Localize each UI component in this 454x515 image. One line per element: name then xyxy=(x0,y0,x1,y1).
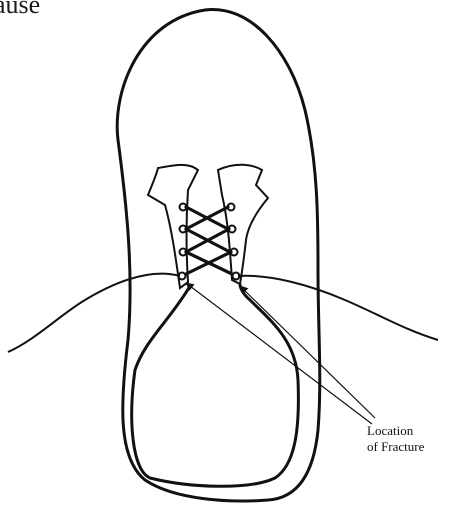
shoe-outer-outline xyxy=(117,9,320,501)
right-flap xyxy=(218,165,268,284)
right-lace-end xyxy=(238,276,438,340)
header-fragment-text: ause xyxy=(0,0,40,20)
fracture-arrow-left xyxy=(186,283,372,424)
label-line-location: Location xyxy=(367,423,424,439)
lacing xyxy=(186,207,232,274)
shoe-opening xyxy=(132,284,299,486)
fracture-location-label: Location of Fracture xyxy=(367,423,424,455)
label-line-fracture: of Fracture xyxy=(367,439,424,455)
left-lace-end xyxy=(8,274,180,352)
fracture-arrow-right xyxy=(240,286,375,418)
